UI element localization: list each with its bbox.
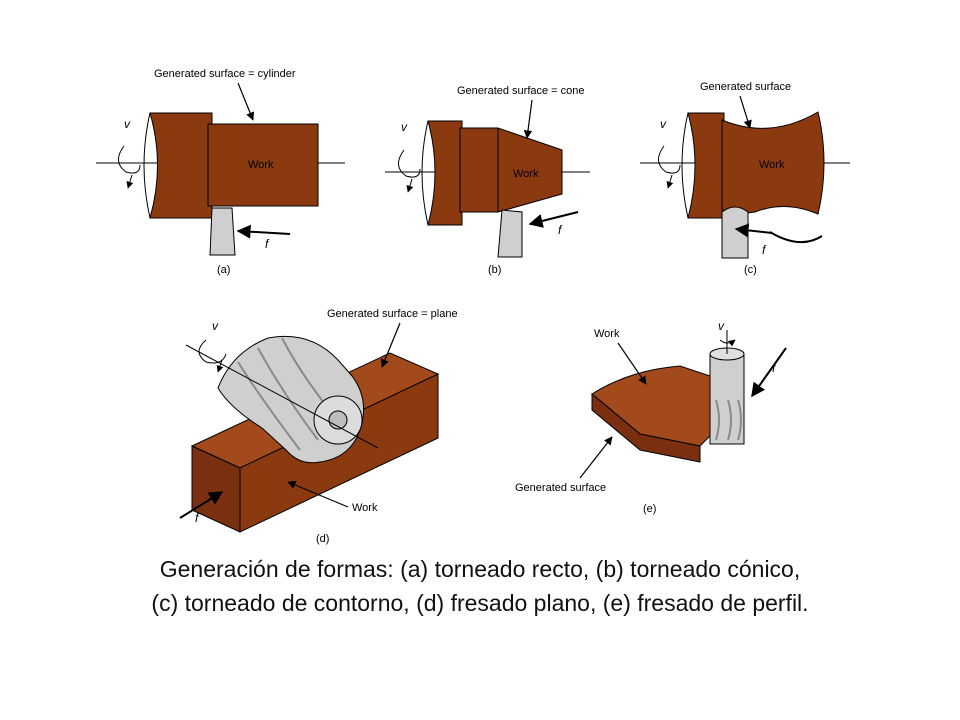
panel-c-contour-turning: Work Generated surface f v (c) xyxy=(640,81,850,276)
speed-label: v xyxy=(124,117,131,131)
rotation-arrow xyxy=(719,339,736,347)
feed-arrow xyxy=(751,347,787,398)
work-plate-top xyxy=(591,365,729,447)
chuck-end xyxy=(427,120,463,226)
panel-label-a: (a) xyxy=(217,264,230,276)
feed-label: f xyxy=(195,511,200,525)
panel-d-plain-milling: v Generated surface = plane Work f (d) xyxy=(179,308,458,545)
generated-surface-label: Generated surface xyxy=(515,482,606,494)
panel-label-b: (b) xyxy=(488,264,501,276)
panel-b-taper-turning: Work Generated surface = cone f v (b) xyxy=(385,85,590,276)
feed-arrow xyxy=(236,224,291,239)
chuck-end xyxy=(687,112,725,219)
generated-surface-label: Generated surface = cone xyxy=(457,85,585,97)
end-mill xyxy=(709,353,745,445)
feed-label: f xyxy=(762,243,767,257)
work-cone xyxy=(459,127,563,213)
rotation-arrow xyxy=(198,339,227,364)
panel-label-c: (c) xyxy=(744,264,757,276)
feed-path xyxy=(769,231,823,243)
speed-label: v xyxy=(660,117,667,131)
work-label: Work xyxy=(352,502,378,514)
feed-label: f xyxy=(558,223,563,237)
cutting-tool xyxy=(209,207,236,256)
generated-surface-label: Generated surface xyxy=(700,81,791,93)
feed-arrow xyxy=(528,211,579,228)
speed-label: v xyxy=(718,319,725,333)
work-label: Work xyxy=(759,159,785,171)
panel-a-straight-turning: Work Generated surface = cylinder f v (a… xyxy=(96,68,345,276)
feed-arrow xyxy=(179,491,224,519)
cutting-tool xyxy=(497,209,523,258)
speed-label: v xyxy=(212,319,219,333)
generated-surface-label: Generated surface = plane xyxy=(327,308,458,320)
feed-arrow xyxy=(734,223,773,238)
work-plate-edge xyxy=(591,392,701,463)
cutting-tool xyxy=(721,206,749,259)
panel-label-d: (d) xyxy=(316,533,329,545)
work-label: Work xyxy=(248,159,274,171)
caption-line-1: Generación de formas: (a) torneado recto… xyxy=(159,556,801,582)
work-cylinder xyxy=(207,123,319,207)
rotation-arrow xyxy=(118,145,141,174)
feed-label: f xyxy=(772,361,777,375)
panel-e-profile-milling: v f Work Generated surface (e) xyxy=(515,319,787,515)
feed-label: f xyxy=(265,237,270,251)
speed-label: v xyxy=(401,120,408,134)
work-label: Work xyxy=(594,328,620,340)
panel-label-e: (e) xyxy=(643,503,656,515)
work-label: Work xyxy=(513,168,539,180)
chuck-end xyxy=(149,112,213,219)
generated-surface-label: Generated surface = cylinder xyxy=(154,68,296,80)
caption-line-2: (c) torneado de contorno, (d) fresado pl… xyxy=(151,590,809,616)
